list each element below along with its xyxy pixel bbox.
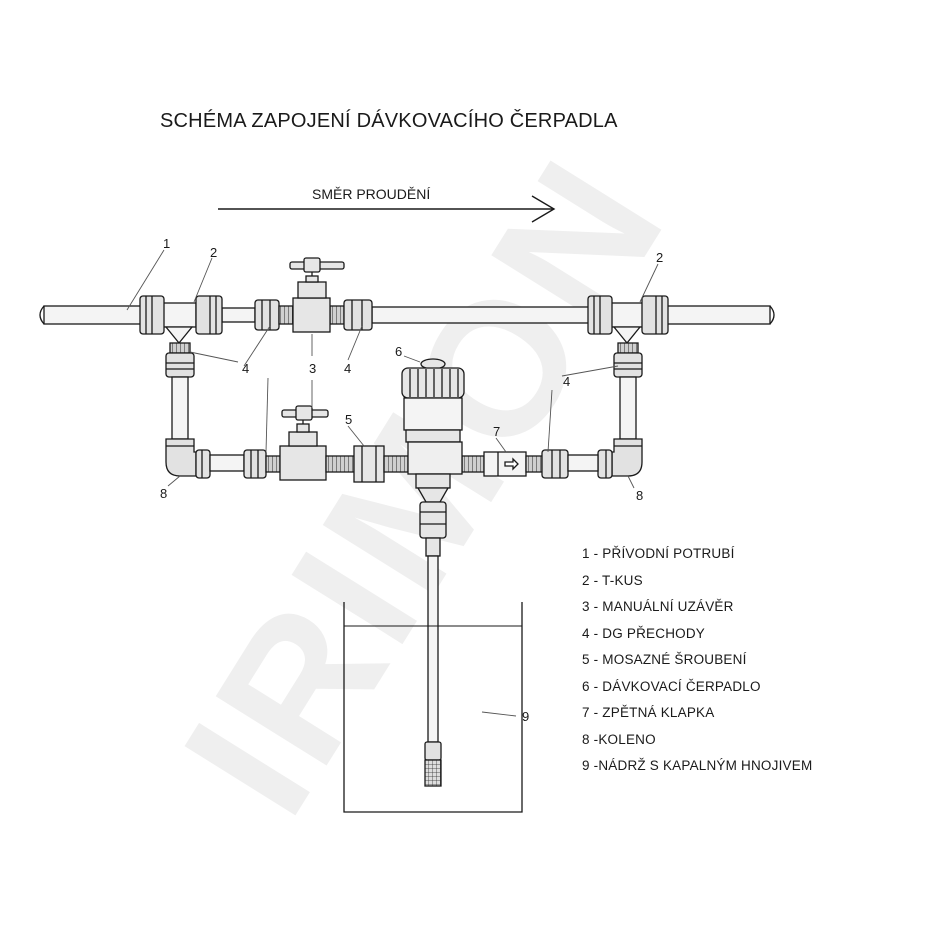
supply-pipe [39,305,775,325]
elbow-right [597,438,643,479]
bypass-left [165,342,195,440]
elbow-left [165,438,211,479]
legend-item: 2 - T-KUS [582,572,643,588]
callout-4-left: 4 [242,361,250,376]
flow-direction-label: SMĚR PROUDĚNÍ [312,186,431,202]
callout-8-right: 8 [636,488,644,503]
bottom-line [209,405,599,483]
callout-5: 5 [345,412,353,427]
legend-item: 7 - ZPĚTNÁ KLAPKA [582,705,715,720]
callout-7: 7 [493,424,501,439]
suction-hose [424,555,442,787]
callout-2-right: 2 [656,250,664,265]
callout-1: 1 [163,236,171,251]
fertilizer-tank [343,602,523,813]
callout-8-left: 8 [160,486,168,501]
legend-item: 1 - PŘÍVODNÍ POTRUBÍ [582,546,735,561]
flow-arrow [218,195,556,223]
tee-left [139,295,223,345]
callout-3-top: 3 [309,361,317,376]
bypass-right [613,342,643,440]
callout-4-right: 4 [563,374,571,389]
legend: 1 - PŘÍVODNÍ POTRUBÍ 2 - T-KUS 3 - MANUÁ… [582,546,812,785]
page-title: SCHÉMA ZAPOJENÍ DÁVKOVACÍHO ČERPADLA [160,110,618,132]
legend-item: 5 - MOSAZNÉ ŠROUBENÍ [582,652,747,667]
callout-2-left: 2 [210,245,218,260]
legend-item: 3 - MANUÁLNÍ UZÁVĚR [582,599,734,614]
legend-item: 4 - DG PŘECHODY [582,625,706,641]
tee-right [587,295,669,345]
callout-4-center: 4 [344,361,352,376]
valve-top [289,257,345,333]
dg-transitions-top [254,299,373,331]
callout-9: 9 [522,709,530,724]
legend-item: 8 -KOLENO [582,731,656,747]
legend-item: 6 - DÁVKOVACÍ ČERPADLO [582,678,761,694]
dosing-pump [401,358,465,557]
callout-6: 6 [395,344,403,359]
legend-item: 9 -NÁDRŽ S KAPALNÝM HNOJIVEM [582,758,813,773]
callout-leaders [126,249,659,717]
